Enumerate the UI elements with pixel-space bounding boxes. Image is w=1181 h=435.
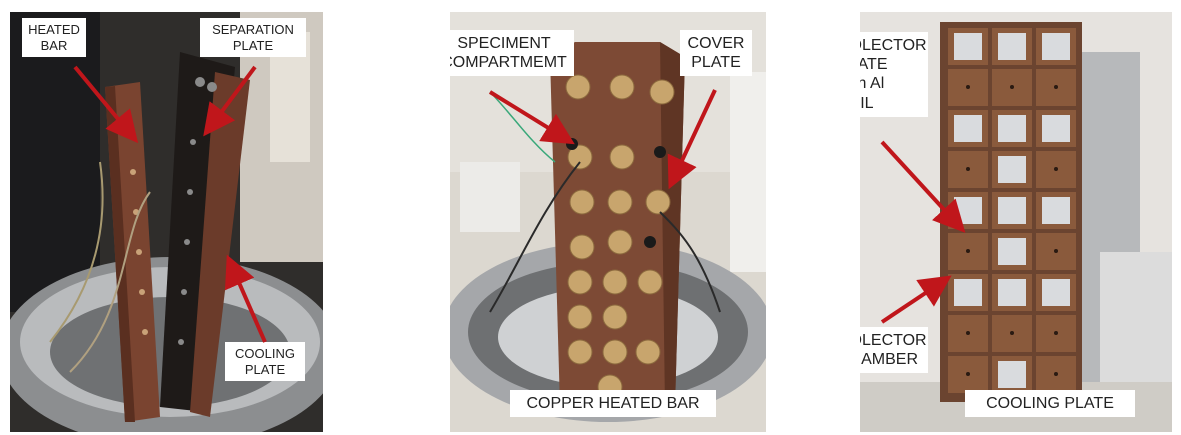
photo-panel-cooling-plate: COLECTOR PLATE with Al FOIL COLECTOR CHA… [860, 12, 1172, 432]
label-line: COVER [687, 35, 745, 52]
label-line: FOIL [860, 94, 874, 112]
cell-hole [1010, 85, 1014, 89]
cell-hole [966, 331, 970, 335]
label-line: SPECIMENT [457, 35, 551, 52]
aluminum-foil [998, 115, 1026, 142]
aluminum-foil [998, 361, 1026, 388]
label-separation-plate: SEPARATION PLATE [200, 18, 306, 58]
cell-hole [1054, 249, 1058, 253]
caption-copper-heated-bar: COPPER HEATED BAR [510, 390, 716, 418]
aluminum-foil [998, 238, 1026, 265]
label-heated-bar: HEATED BAR [22, 18, 86, 58]
aluminum-foil [998, 33, 1026, 60]
aluminum-foil [954, 279, 982, 306]
label-line: SEPARATION [212, 22, 294, 37]
cell-hole [966, 249, 970, 253]
cell-hole [1054, 167, 1058, 171]
aluminum-foil [954, 115, 982, 142]
label-line: HEATED [28, 22, 80, 37]
label-line: COLECTOR [860, 332, 927, 349]
label-cooling-plate: COOLING PLATE [225, 342, 305, 382]
aluminum-foil [954, 33, 982, 60]
aluminum-foil [998, 279, 1026, 306]
aluminum-foil [1042, 33, 1070, 60]
label-line: COLECTOR [860, 37, 927, 54]
label-line: PLATE [232, 37, 274, 53]
caption-text: COOLING PLATE [986, 395, 1114, 412]
label-collector-plate: COLECTOR PLATE with Al FOIL [860, 32, 928, 117]
cell-hole [1010, 331, 1014, 335]
cell-hole [966, 85, 970, 89]
photo-panel-copper-heated-bar: SPECIMENT COMPARTMEMT COVER PLATE COPPER… [450, 12, 766, 432]
aluminum-foil [954, 197, 982, 224]
photo-cooling-plate [860, 12, 1172, 432]
label-collector-chamber: COLECTOR CHAMBER [860, 327, 928, 374]
photo-panel-heated-bar-assembly: HEATED BAR SEPARATION PLATE COOLING PLAT… [10, 12, 323, 432]
caption-text: COPPER HEATED BAR [526, 395, 700, 412]
label-line: BAR [40, 37, 68, 53]
aluminum-foil [1042, 115, 1070, 142]
label-specimen-compartment: SPECIMENT COMPARTMEMT [450, 30, 574, 77]
label-line: COOLING [235, 346, 295, 361]
aluminum-foil [998, 197, 1026, 224]
aluminum-foil [1042, 279, 1070, 306]
cell-hole [1054, 372, 1058, 376]
cell-hole [1054, 85, 1058, 89]
caption-cooling-plate: COOLING PLATE [965, 390, 1135, 418]
label-line: with Al [860, 75, 885, 93]
label-line: COMPARTMEMT [450, 54, 567, 72]
label-line: PLATE [244, 361, 286, 377]
label-line: CHAMBER [860, 351, 919, 369]
aluminum-foil [1042, 197, 1070, 224]
label-line: PLATE [860, 56, 888, 74]
aluminum-foil [998, 156, 1026, 183]
cell-hole [1054, 331, 1058, 335]
label-line: PLATE [691, 54, 741, 72]
label-cover-plate: COVER PLATE [680, 30, 752, 77]
cell-hole [966, 372, 970, 376]
cell-hole [966, 167, 970, 171]
